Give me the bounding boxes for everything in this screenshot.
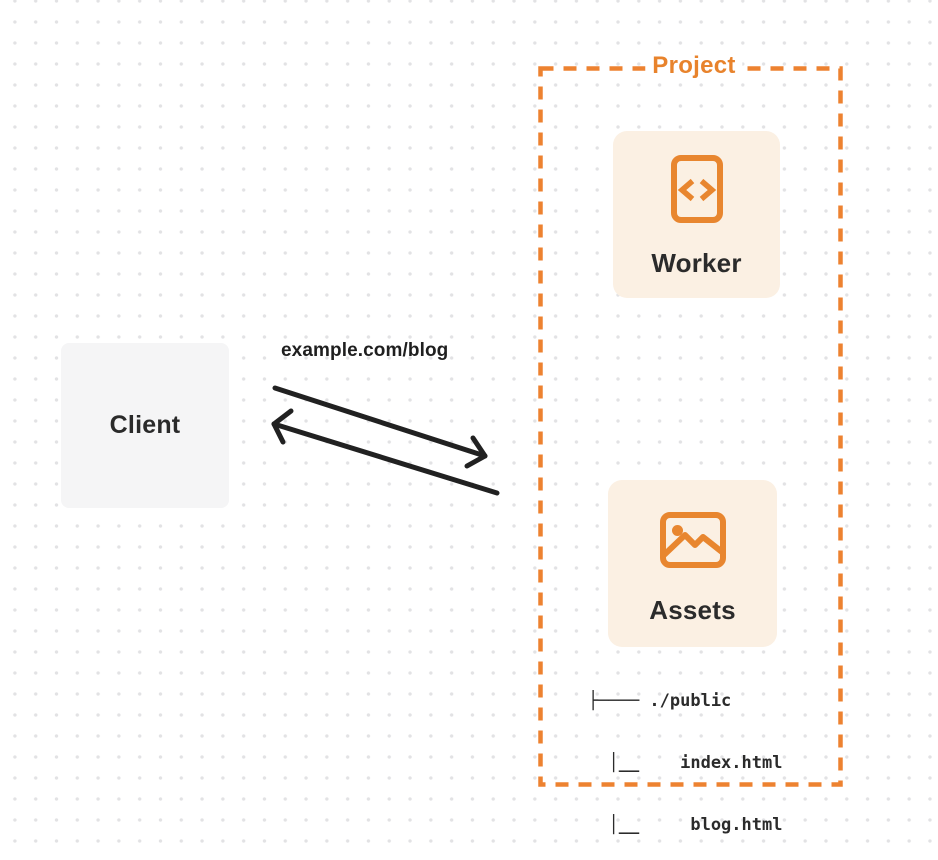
file-tree-line-index: │__ index.html [588, 752, 783, 773]
file-tree-line-blog: │__ blog.html [588, 814, 783, 835]
client-box: Client [61, 343, 229, 508]
client-label: Client [109, 411, 181, 439]
assets-label: Assets [649, 595, 736, 625]
request-url-label: example.com/blog [281, 340, 449, 361]
file-tree: ├──── ./public │__ index.html │__ blog.h… [588, 650, 782, 860]
project-label: Project [645, 51, 743, 81]
worker-label: Worker [651, 248, 742, 278]
worker-card: Worker [613, 131, 780, 298]
request-response-arrows-icon [271, 385, 500, 496]
image-icon [659, 512, 726, 568]
file-tree-line-public: ├──── ./public [588, 691, 732, 712]
code-file-icon [670, 155, 723, 223]
assets-card: Assets [608, 480, 777, 647]
